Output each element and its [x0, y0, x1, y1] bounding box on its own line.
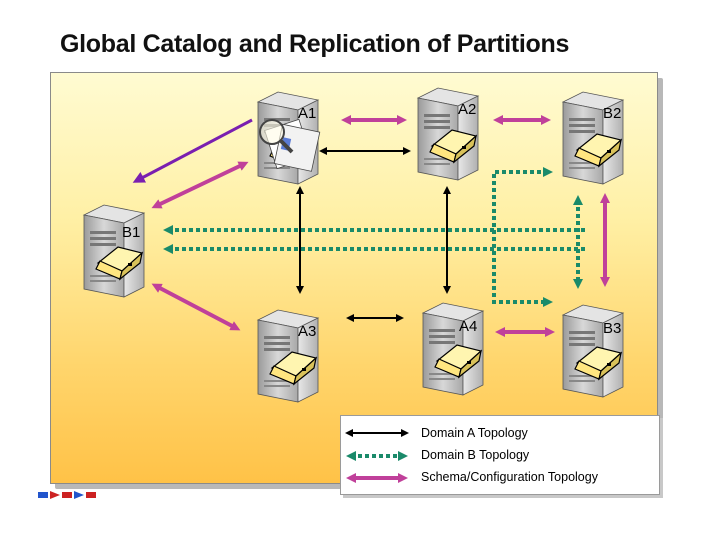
server-label: B3 — [603, 320, 621, 337]
logo-icon — [38, 491, 96, 499]
legend-label-domain-a: Domain A Topology — [421, 426, 528, 440]
server-label: B2 — [603, 105, 621, 122]
slide-title: Global Catalog and Replication of Partit… — [60, 30, 570, 58]
server-a2: A2 — [417, 87, 479, 181]
server-b1: B1 — [83, 204, 145, 298]
legend-label-schema: Schema/Configuration Topology — [421, 470, 598, 484]
server-b2: B2 — [562, 91, 624, 185]
link-b1-a1-schema — [151, 161, 249, 209]
server-label: A1 — [298, 105, 316, 122]
link-b1-a3-schema — [151, 283, 241, 331]
server-a3: A3 — [257, 309, 319, 403]
server-label: B1 — [122, 224, 140, 241]
gc-query-arrow — [132, 118, 253, 183]
legend-label-domain-b: Domain B Topology — [421, 448, 530, 462]
magnifier-icon — [259, 118, 321, 172]
server-a4: A4 — [422, 302, 484, 396]
legend-swatches — [345, 429, 409, 483]
server-b3: B3 — [562, 304, 624, 398]
server-label: A3 — [298, 323, 316, 340]
legend: Domain A Topology Domain B Topology Sche… — [340, 415, 660, 495]
server-label: A2 — [458, 101, 476, 118]
link-b2-b3-domain-path — [492, 167, 553, 307]
server-a1: A1 — [257, 91, 319, 185]
server-label: A4 — [459, 318, 477, 335]
